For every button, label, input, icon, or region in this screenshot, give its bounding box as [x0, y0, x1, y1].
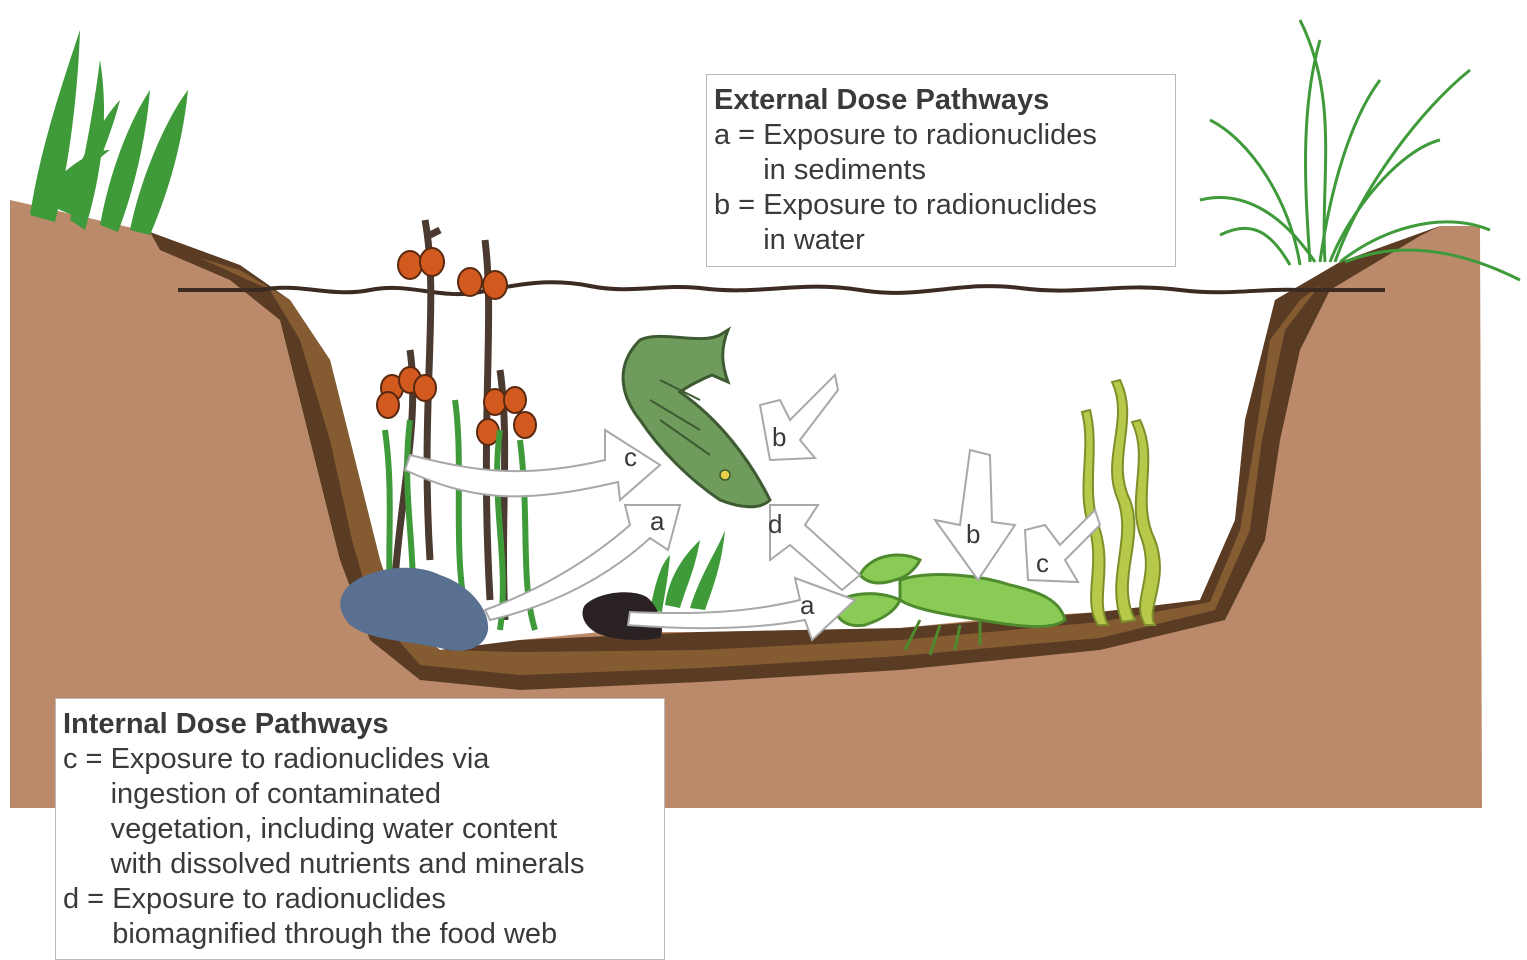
legend-text: Exposure to radionuclides in water	[763, 189, 1097, 256]
arrow-a-to-crayfish	[626, 576, 857, 642]
legend-key: d =	[63, 883, 105, 915]
legend-title: External Dose Pathways	[714, 84, 1050, 116]
rock-icon	[340, 567, 489, 651]
legend-item: a = Exposure to radionuclides in sedimen…	[714, 118, 1175, 188]
sediment-lump-icon	[582, 592, 662, 640]
arrow-label-c-crayfish: c	[1036, 548, 1049, 578]
pathway-arrows	[403, 372, 1102, 642]
arrow-label-a-crayfish: a	[800, 590, 815, 620]
crayfish-icon	[833, 553, 1067, 656]
arrow-label-b-fish: b	[772, 422, 786, 452]
grass-icon	[30, 30, 188, 235]
legend-text: Exposure to radionuclides via ingestion …	[110, 743, 585, 880]
arrow-b-to-crayfish	[932, 448, 1017, 582]
fern-icon	[1199, 19, 1521, 282]
arrow-c-to-crayfish	[1023, 508, 1102, 584]
small-plant-icon	[650, 530, 725, 612]
arrow-label-b-crayfish: b	[966, 519, 980, 549]
legend-key: a =	[714, 119, 756, 151]
arrow-labels: c a b d b c a	[624, 422, 1049, 620]
legend-title: Internal Dose Pathways	[63, 708, 389, 740]
arrow-label-d-fish: d	[768, 509, 782, 539]
legend-item: c = Exposure to radionuclides via ingest…	[63, 742, 664, 882]
arrow-d-to-fish	[769, 504, 862, 592]
arrow-c-to-fish	[403, 428, 662, 503]
water-surface-line	[178, 280, 1385, 297]
legend-text: Exposure to radionuclides in sediments	[763, 119, 1097, 186]
arrow-b-to-fish	[758, 372, 840, 462]
legend-text: Exposure to radionuclides biomagnified t…	[112, 883, 558, 950]
arrow-label-a-fish: a	[650, 506, 665, 536]
external-dose-legend: External Dose Pathways a = Exposure to r…	[706, 74, 1176, 267]
legend-key: c =	[63, 743, 103, 775]
soil-ground	[10, 200, 1482, 808]
legend-key: b =	[714, 189, 756, 221]
legend-item: b = Exposure to radionuclides in water	[714, 188, 1175, 258]
arrow-a-to-fish	[483, 504, 682, 622]
arrow-label-c-fish: c	[624, 442, 637, 472]
internal-dose-legend: Internal Dose Pathways c = Exposure to r…	[55, 698, 665, 960]
cattail-icon	[376, 219, 537, 621]
kelp-icon	[1080, 378, 1161, 626]
legend-item: d = Exposure to radionuclides biomagnifi…	[63, 882, 664, 952]
fish-icon	[621, 326, 772, 509]
